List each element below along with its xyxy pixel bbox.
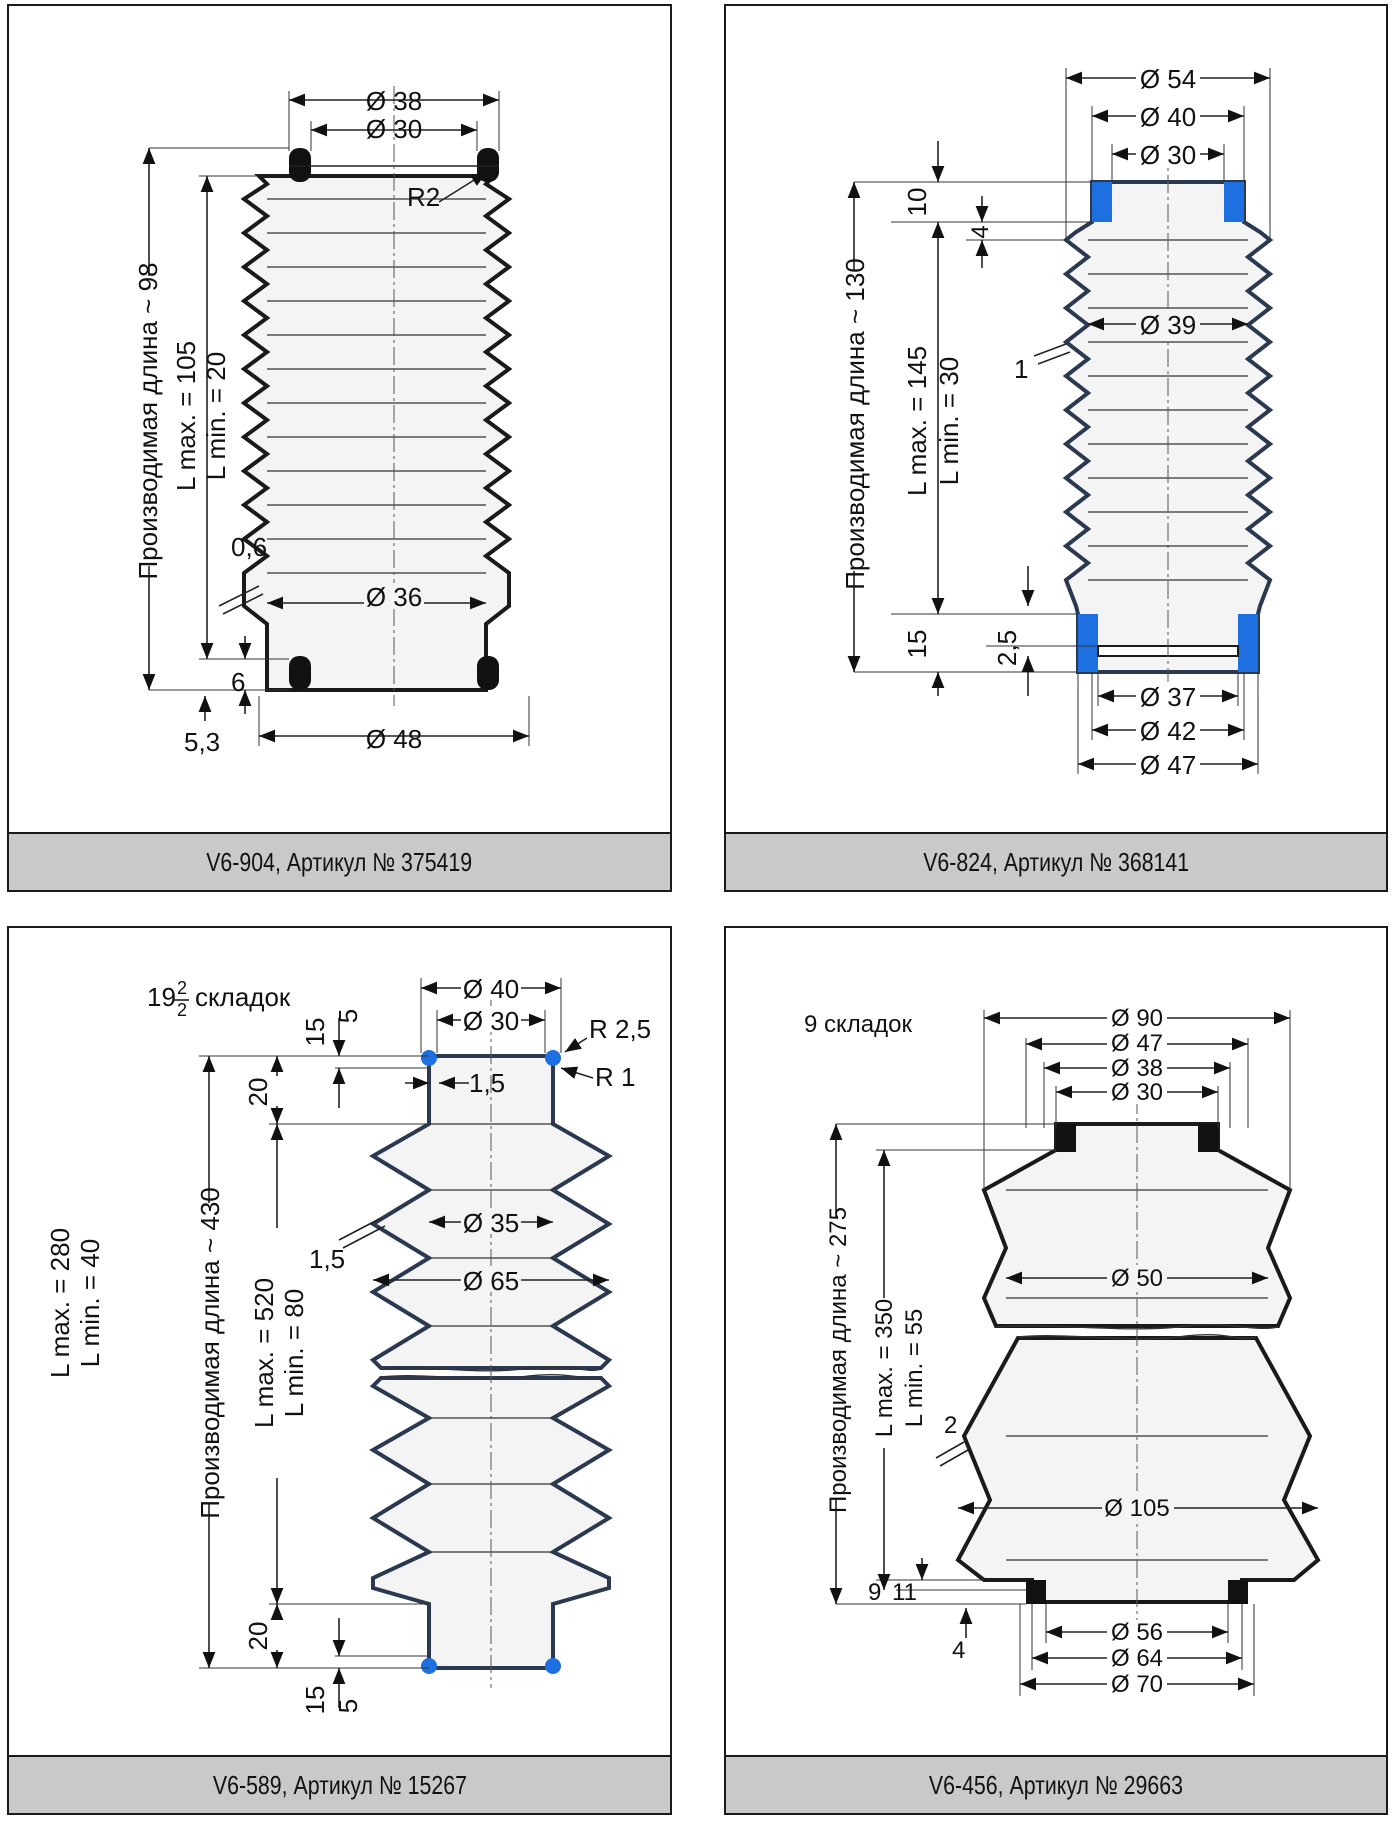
folds-fraction-den: 2 [177,1000,187,1020]
folds-fraction-num: 2 [177,978,187,998]
bellows-ribs [267,198,486,574]
bottom-seal-left [1078,614,1098,672]
dim-d50: Ø 50 [1111,1265,1163,1292]
dim-h10: 10 [902,188,932,217]
dim-d64: Ø 64 [1111,1645,1163,1672]
dim-h15-bottom: 15 [300,1686,330,1715]
folds-word: складок [195,982,291,1012]
label-lmin: L min. = 20 [201,352,231,480]
dim-d47: Ø 47 [1111,1030,1163,1057]
dim-d90: Ø 90 [1111,1005,1163,1032]
dim-h15-top: 15 [300,1018,330,1047]
drawing-panel-v6-456: 9 складок Ø 90 Ø 47 Ø 38 Ø 30 Ø 50 Ø 105 [724,926,1388,1815]
dim-h20-bottom: 20 [243,1622,273,1651]
label-production-length: Производимая длина ~ 430 [195,1187,225,1519]
label-lmax: L max. = 350 [871,1299,898,1438]
bottom-bead-left [421,1658,437,1674]
dim-d70: Ø 70 [1111,1671,1163,1698]
bellows-body-lower [955,1336,1321,1604]
dim-r2: R2 [407,182,440,212]
label-lmin: L min. = 55 [901,1309,928,1428]
dim-d36: Ø 36 [366,582,422,612]
label-lmax: L max. = 145 [902,346,932,496]
bellows-body [240,174,513,692]
dim-d30: Ø 30 [1140,140,1196,170]
top-flange-right [1198,1124,1218,1152]
bottom-bead-right [545,1658,561,1674]
label-lmax: L max. = 520 [249,1278,279,1428]
top-bead-left [289,148,311,182]
bottom-bead-left [289,656,311,690]
dim-h11: 11 [892,1579,917,1606]
bottom-bead-right [477,656,499,690]
dim-d37: Ø 37 [1140,682,1196,712]
dim-d30: Ø 30 [366,114,422,144]
dim-h25: 2,5 [992,630,1022,666]
dim-t1: 1 [1014,354,1028,384]
dim-h5-top: 5 [333,1009,363,1023]
top-bead-right [545,1050,561,1066]
dim-h6: 6 [231,667,245,697]
dim-d105: Ø 105 [1104,1495,1169,1522]
folds-count: 9 складок [804,1011,912,1038]
dim-h20-top: 20 [243,1078,273,1107]
top-bead-left [421,1050,437,1066]
panel-caption: V6-824, Артикул № 368141 [726,832,1386,890]
dim-r25: R 2,5 [589,1014,651,1044]
dim-d30: Ø 30 [1111,1079,1163,1106]
bellows-drawing: Ø 54 Ø 40 Ø 30 Ø 39 Ø 37 Ø 42 Ø 47 1 Про… [840,64,1274,780]
dim-d65: Ø 65 [463,1266,519,1296]
drawing-panel-v6-824: Ø 54 Ø 40 Ø 30 Ø 39 Ø 37 Ø 42 Ø 47 1 Про… [724,4,1388,892]
dim-h9: 9 [868,1579,881,1606]
label-lmax: L max. = 105 [171,341,201,491]
folds-count: 19 [147,982,176,1012]
label-lmax-alt: L max. = 280 [45,1228,75,1378]
dim-h4: 4 [967,225,994,238]
panel-caption: V6-456, Артикул № 29663 [726,1755,1386,1813]
dim-d40: Ø 40 [1140,102,1196,132]
dim-d48: Ø 48 [366,724,422,754]
drawing-panel-v6-904: Ø 38 Ø 30 R2 Ø 36 Ø 48 0,6 Производимая … [7,4,672,892]
label-production-length: Производимая длина ~ 130 [840,258,870,590]
panel-caption: V6-589, Артикул № 15267 [9,1755,670,1813]
dim-d56: Ø 56 [1111,1619,1163,1646]
top-seal-right [1224,182,1244,222]
dim-h15: 15 [902,630,932,659]
dim-d39: Ø 39 [1140,310,1196,340]
dim-t2: 2 [944,1412,957,1439]
dim-thickness-15: 1,5 [309,1244,345,1274]
drawing-panel-v6-589: 19 2 2 складок Ø 40 Ø 30 R 2,5 R 1 1,5 Ø… [7,926,672,1815]
label-lmin: L min. = 30 [934,357,964,485]
bellows-drawing: 19 2 2 складок Ø 40 Ø 30 R 2,5 R 1 1,5 Ø… [45,974,651,1715]
bellows-drawing: Ø 38 Ø 30 R2 Ø 36 Ø 48 0,6 Производимая … [133,86,530,757]
panel-caption: V6-904, Артикул № 375419 [9,832,670,890]
bottom-flange-left [1026,1580,1046,1604]
dim-wall-15: 1,5 [469,1068,505,1098]
dim-d38: Ø 38 [366,86,422,116]
dim-h4: 4 [952,1637,965,1664]
dim-h53: 5,3 [184,727,220,757]
label-production-length: Производимая длина ~ 98 [133,262,163,579]
dim-d30: Ø 30 [463,1006,519,1036]
bottom-seal-right [1238,614,1258,672]
dim-d42: Ø 42 [1140,716,1196,746]
bottom-flange-right [1228,1580,1248,1604]
dim-r1: R 1 [595,1062,635,1092]
dim-t06: 0,6 [231,532,267,562]
label-lmin: L min. = 80 [279,1289,309,1417]
dim-d35: Ø 35 [463,1208,519,1238]
dim-d54: Ø 54 [1140,64,1196,94]
top-flange [1056,1124,1076,1152]
label-lmin-alt: L min. = 40 [75,1239,105,1367]
dim-d40: Ø 40 [463,974,519,1004]
top-seal-left [1092,182,1112,222]
dim-h5-bottom: 5 [333,1699,363,1713]
dim-d47: Ø 47 [1140,750,1196,780]
bellows-drawing: 9 складок Ø 90 Ø 47 Ø 38 Ø 30 Ø 50 Ø 105 [804,1005,1321,1698]
dim-d38: Ø 38 [1111,1055,1163,1082]
label-production-length: Производимая длина ~ 275 [825,1207,852,1513]
